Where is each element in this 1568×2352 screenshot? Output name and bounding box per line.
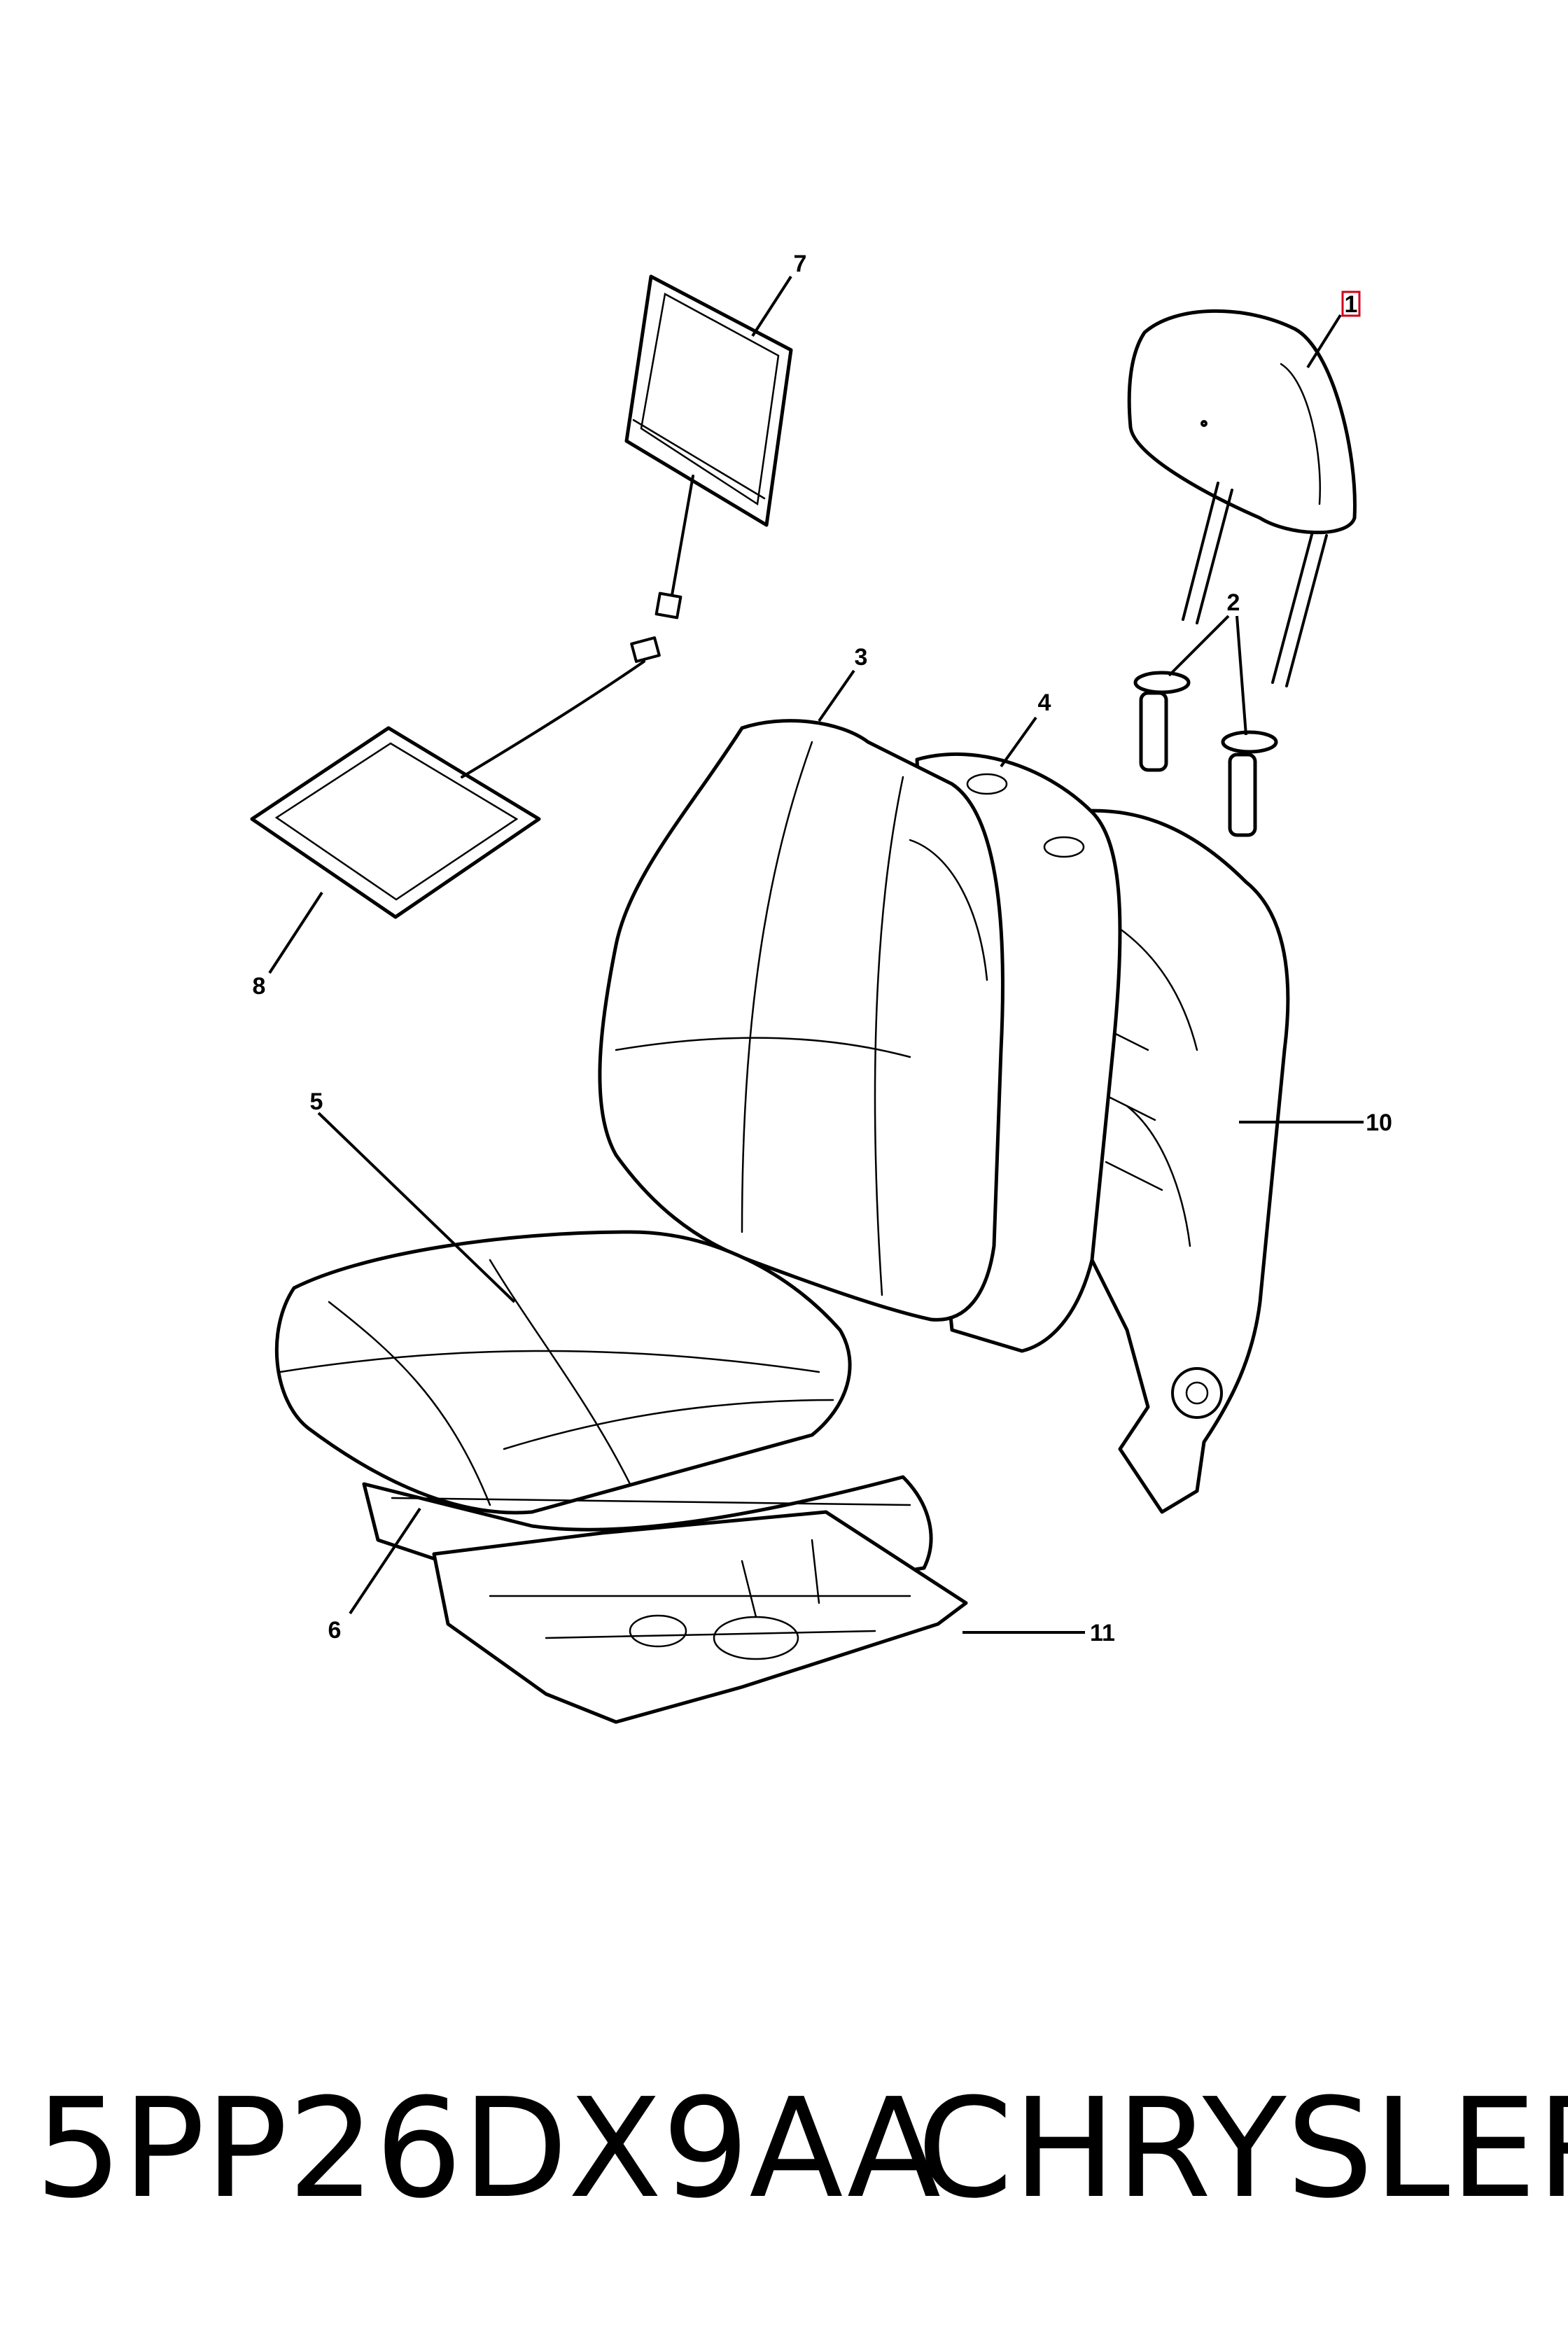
callout-7: 7 [794,251,807,277]
callout-8: 8 [253,973,266,1000]
part-5-cushion-cover[interactable] [274,1230,852,1515]
callout-1-highlight [1341,290,1361,317]
leader-4 [1000,716,1037,768]
brand-name: CHRYSLER [917,2069,1568,2229]
callout-5: 5 [310,1088,323,1115]
part-3-seatback-cover[interactable] [598,719,1004,1322]
leader-6 [349,1507,421,1615]
part-number: 5PP26DX9AA [35,2069,941,2229]
leader-8 [268,891,323,974]
callout-3: 3 [855,644,868,671]
leader-2a [1168,615,1230,677]
leader-lines [268,275,1364,1634]
leader-1 [1306,314,1342,369]
callout-1: 1 [1345,291,1358,318]
callout-11: 11 [1090,1620,1115,1646]
part-2-headrest-guides[interactable] [1133,671,1278,837]
callout-10: 10 [1366,1110,1392,1136]
part-8-cushion-panel[interactable] [250,636,661,919]
part-7-seatback-panel[interactable] [624,274,793,620]
callout-2: 2 [1227,589,1240,616]
part-1-headrest[interactable] [1127,309,1357,687]
leader-7 [751,275,792,337]
callout-4: 4 [1038,690,1051,716]
part-11-cushion-frame[interactable] [432,1510,968,1724]
leader-2b [1236,615,1247,736]
callout-6: 6 [328,1617,342,1644]
leader-5 [317,1112,516,1303]
callout-labels: 1 2 3 4 5 6 7 8 10 11 [253,251,1392,1646]
leader-3 [818,669,855,722]
